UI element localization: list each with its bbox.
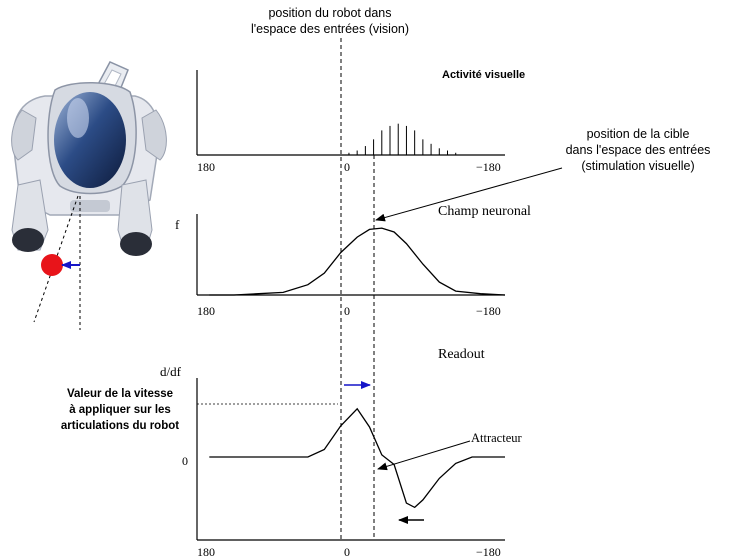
target-position-label-line2: dans l'espace des entrées [566, 143, 711, 157]
activity-tick-0: 0 [344, 160, 350, 174]
robot-position-label-line2: l'espace des entrées (vision) [251, 22, 409, 36]
readout-chart: Readout d/df 0 Attracteur 180 0 −180 [160, 347, 523, 558]
speed-label-line2: à appliquer sur les [69, 404, 171, 416]
robot-dog-image [11, 61, 167, 256]
attractor-label: Attracteur [471, 431, 523, 445]
readout-tick-neg180: −180 [476, 545, 501, 558]
speed-label-line3: articulations du robot [61, 420, 179, 432]
neural-field-tick-neg180: −180 [476, 304, 501, 318]
neural-field-curve [209, 227, 506, 296]
activity-title: Activité visuelle [442, 69, 525, 81]
activity-tick-neg180: −180 [476, 160, 501, 174]
target-ball [41, 254, 63, 276]
neural-field-chart: Champ neuronal f 180 0 −180 [175, 204, 531, 318]
target-position-label-line1: position de la cible [587, 127, 690, 141]
readout-tick-180: 180 [197, 545, 215, 558]
activity-tick-180: 180 [197, 160, 215, 174]
robot-position-label-line1: position du robot dans [268, 6, 391, 20]
readout-tick-0: 0 [344, 545, 350, 558]
neural-field-ylabel: f [175, 217, 180, 232]
neural-field-tick-0: 0 [344, 304, 350, 318]
readout-curve [209, 407, 505, 509]
attractor-arrow [377, 440, 471, 471]
activity-chart: Activité visuelle 180 0 −180 [196, 69, 525, 174]
neural-field-tick-180: 180 [197, 304, 215, 318]
neural-field-title: Champ neuronal [438, 204, 531, 219]
speed-label-line1: Valeur de la vitesse [67, 388, 173, 400]
target-pointer-arrow [375, 167, 563, 222]
readout-ylabel: d/df [160, 364, 182, 379]
readout-ytick-0: 0 [182, 454, 188, 468]
target-position-label-line3: (stimulation visuelle) [581, 159, 694, 173]
readout-title: Readout [438, 347, 485, 362]
